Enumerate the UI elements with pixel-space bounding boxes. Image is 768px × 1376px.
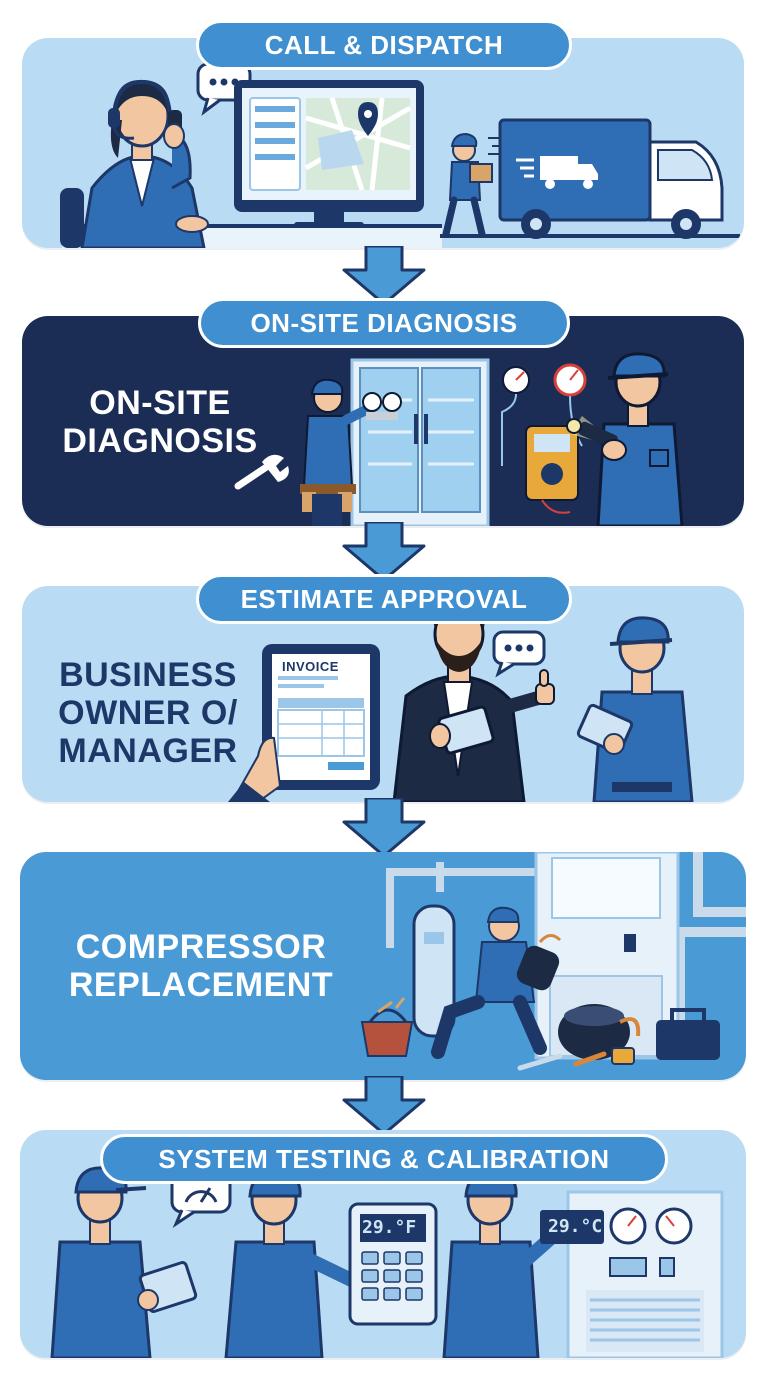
- courier-figure: [442, 132, 514, 238]
- toolbox-icon: [656, 1008, 720, 1060]
- heading-line: COMPRESSOR: [75, 928, 327, 966]
- invoice-tablet-icon: [262, 644, 380, 790]
- technician-calibrating-panel: [442, 1170, 573, 1358]
- business-owner-heading: BUSINESS OWNER O/ MANAGER: [48, 656, 248, 770]
- pressure-gauge-icon: [501, 363, 587, 466]
- manifold-gauge-icon: [362, 392, 402, 420]
- heading-line: ON-SITE: [89, 384, 231, 422]
- invoice-label: INVOICE: [282, 659, 339, 674]
- technician-replacing-compressor: [431, 906, 562, 1059]
- heading-line: BUSINESS: [59, 656, 237, 694]
- speech-bubble-icon: [492, 630, 546, 678]
- heading-line: DIAGNOSIS: [62, 422, 258, 461]
- step-title-call-dispatch: CALL & DISPATCH: [196, 20, 572, 70]
- heading-line: OWNER O/: [58, 694, 238, 733]
- thumbs-up-icon: [535, 669, 555, 705]
- refrigerant-tank: [412, 904, 456, 1038]
- business-owner-figure: [392, 602, 555, 802]
- call-dispatch-illustration: [60, 62, 740, 248]
- wrench-icon: [234, 454, 289, 490]
- step-title-system-testing: SYSTEM TESTING & CALIBRATION: [100, 1134, 668, 1184]
- flow-arrow-3: [340, 798, 428, 858]
- map-pin-icon: [358, 102, 378, 136]
- flow-arrow-4: [340, 1076, 428, 1136]
- step-call-dispatch-panel: [22, 38, 744, 248]
- flow-arrow-2: [340, 522, 428, 582]
- multimeter-icon: [525, 425, 579, 514]
- flow-arrow-1: [340, 246, 428, 306]
- technician-with-tablet: [576, 616, 694, 802]
- compressor-replacement-heading: COMPRESSOR REPLACEMENT: [46, 928, 356, 1004]
- panel-readout: 29.°C: [548, 1216, 603, 1237]
- compressor-icon: [558, 1004, 641, 1060]
- thermostat-readout: 29.°F: [362, 1217, 417, 1238]
- heading-line: MANAGER: [58, 732, 238, 771]
- onsite-diagnosis-heading: ON-SITE DIAGNOSIS: [60, 384, 260, 460]
- step-compressor-replacement-panel: [20, 852, 746, 1080]
- estimate-approval-illustration: [228, 602, 694, 802]
- technician-with-flashlight: [566, 352, 684, 526]
- dispatch-monitor: [234, 80, 424, 228]
- thermostat-icon: [348, 1202, 438, 1326]
- control-panel: [540, 1190, 724, 1358]
- commercial-refrigerator: [350, 358, 490, 526]
- heading-line: REPLACEMENT: [68, 966, 334, 1005]
- compressor-replacement-illustration: [360, 852, 746, 1071]
- onsite-diagnosis-illustration: [234, 352, 684, 526]
- step-title-onsite-diagnosis: ON-SITE DIAGNOSIS: [198, 298, 570, 348]
- dispatcher-figure: [80, 79, 209, 248]
- step-title-estimate-approval: ESTIMATE APPROVAL: [196, 574, 572, 624]
- wrench-icon: [517, 1047, 635, 1071]
- toolbox-icon: [360, 997, 414, 1057]
- delivery-truck-icon: [498, 118, 724, 239]
- step-onsite-diagnosis-panel: [22, 316, 744, 526]
- technician-inspecting: [300, 378, 402, 526]
- pressure-gauge-icon: [609, 1207, 693, 1245]
